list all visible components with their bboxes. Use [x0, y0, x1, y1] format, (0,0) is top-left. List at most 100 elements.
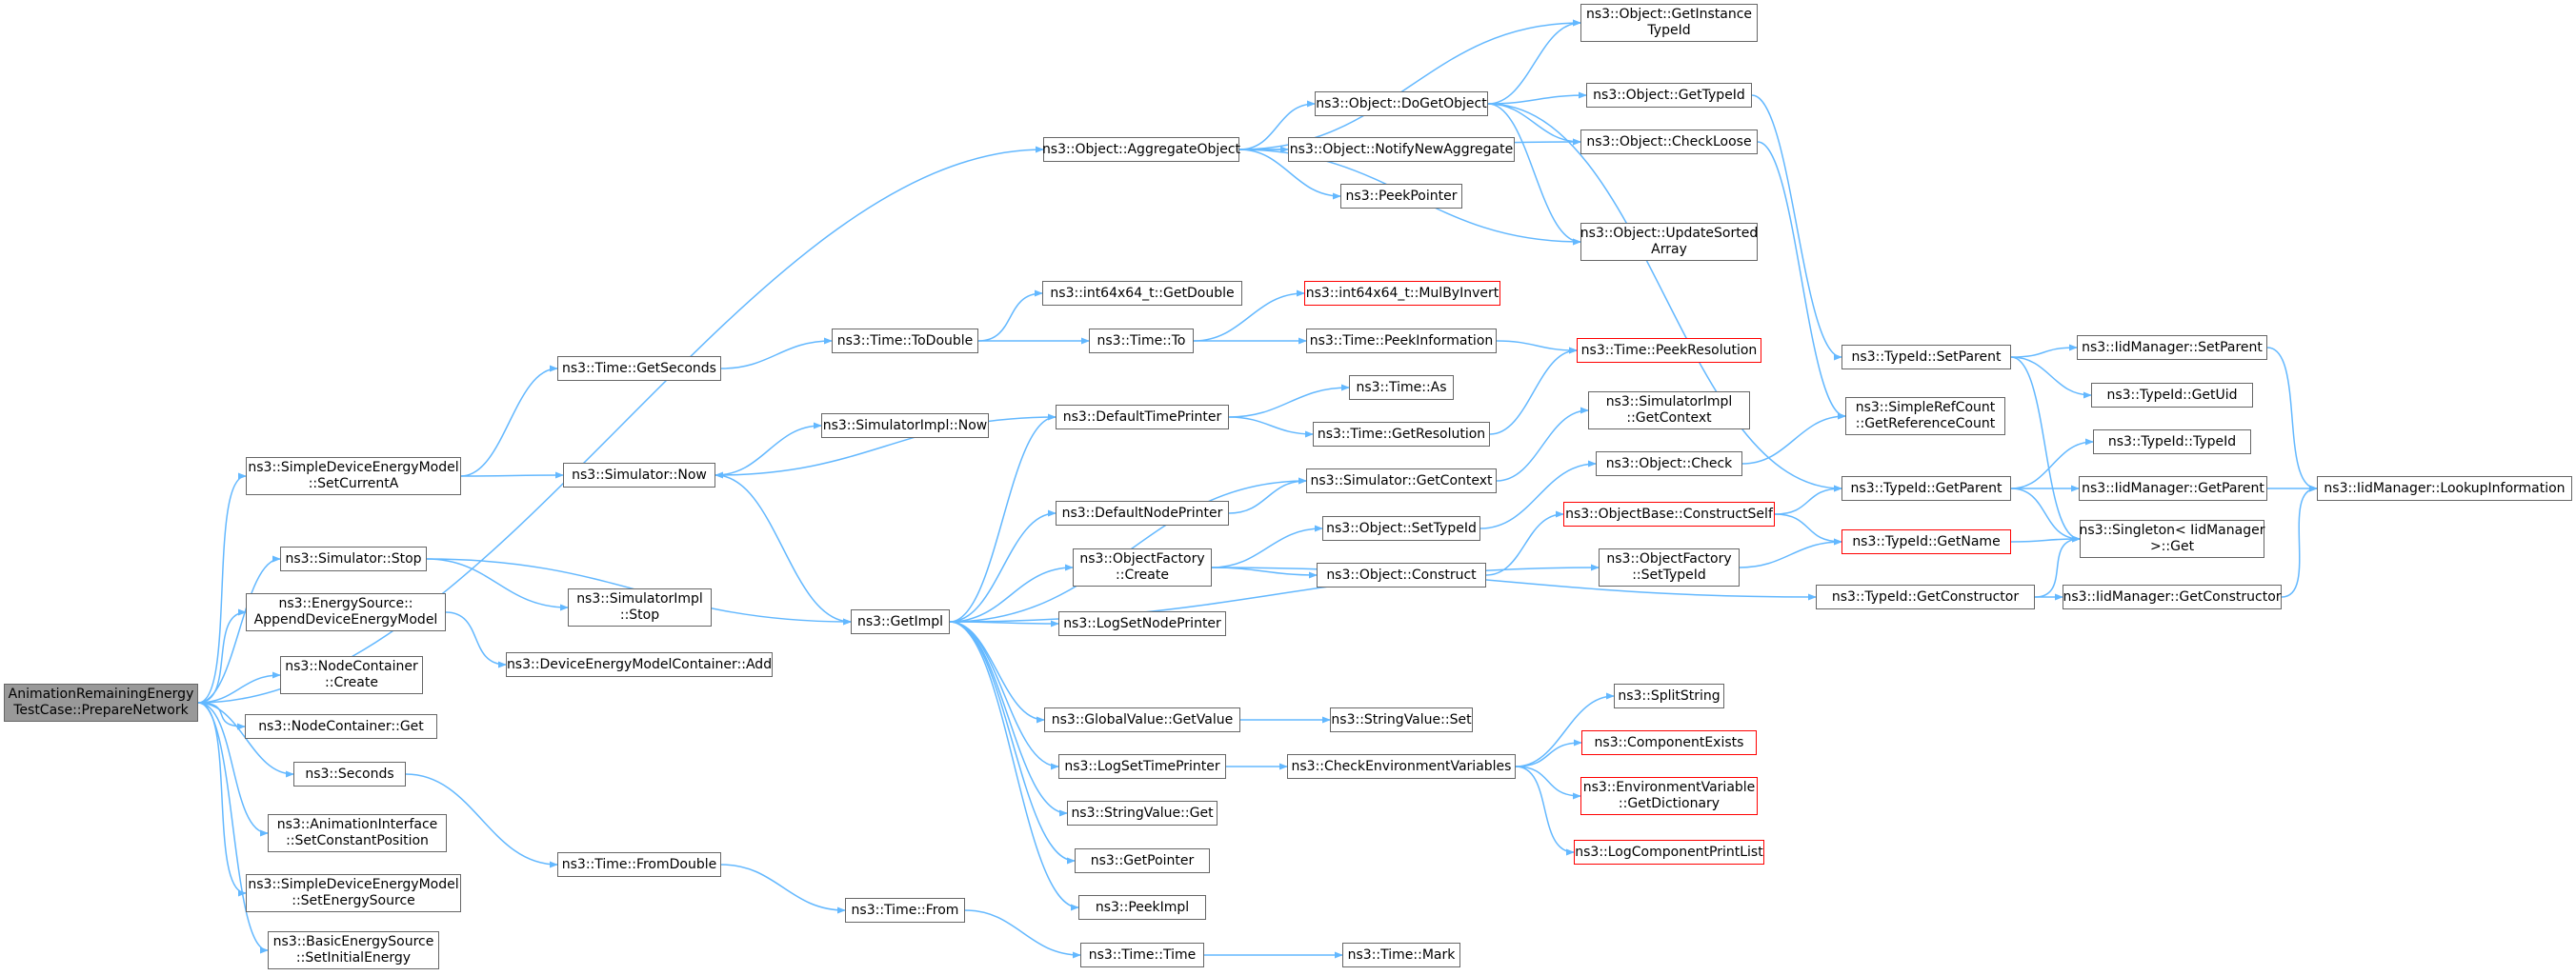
node-iidsetparent[interactable]: ns3::IidManager::SetParent — [2077, 335, 2267, 360]
edge-timefrom-to-timetime — [964, 909, 1081, 959]
node-logcompprint[interactable]: ns3::LogComponentPrintList — [1574, 840, 1764, 865]
node-timemark[interactable]: ns3::Time::Mark — [1342, 943, 1460, 967]
node-mulbyinvert[interactable]: ns3::int64x64_t::MulByInvert — [1304, 281, 1500, 306]
node-tidgetname[interactable]: ns3::TypeId::GetName — [1841, 529, 2011, 554]
node-simnow[interactable]: ns3::Simulator::Now — [563, 463, 715, 488]
node-tidtypeid[interactable]: ns3::TypeId::TypeId — [2093, 429, 2251, 454]
edge-timeto-to-mulbyinvert — [1193, 289, 1305, 342]
node-simimplnow[interactable]: ns3::SimulatorImpl::Now — [821, 413, 989, 438]
node-peekresolution[interactable]: ns3::Time::PeekResolution — [1577, 338, 1761, 363]
node-tidgetconstructor[interactable]: ns3::TypeId::GetConstructor — [1816, 585, 2035, 609]
node-aggregate[interactable]: ns3::Object::AggregateObject — [1042, 137, 1240, 162]
node-timeto[interactable]: ns3::Time::To — [1089, 329, 1194, 353]
node-label-line: ns3::Time::GetResolution — [1317, 426, 1486, 442]
node-tidgetparent[interactable]: ns3::TypeId::GetParent — [1841, 476, 2011, 501]
node-demcadd[interactable]: ns3::DeviceEnergyModelContainer::Add — [506, 652, 773, 677]
node-peekimpl[interactable]: ns3::PeekImpl — [1078, 895, 1206, 920]
node-singletonget[interactable]: ns3::Singleton< IidManager>::Get — [2080, 520, 2264, 558]
node-getresolution[interactable]: ns3::Time::GetResolution — [1313, 422, 1490, 447]
node-getseconds[interactable]: ns3::Time::GetSeconds — [557, 356, 721, 381]
node-tidgetuid[interactable]: ns3::TypeId::GetUid — [2091, 383, 2253, 408]
node-appendmodel[interactable]: ns3::EnergySource::AppendDeviceEnergyMod… — [246, 593, 446, 631]
node-label-line: ns3::SimulatorImpl — [1605, 394, 1733, 409]
edge-checkloose-to-srcgetrefcount — [1757, 141, 1846, 420]
node-defaulttimeprinter[interactable]: ns3::DefaultTimePrinter — [1056, 405, 1229, 429]
node-gvgetvalue[interactable]: ns3::GlobalValue::GetValue — [1044, 707, 1240, 732]
edge-aggregate-to-peekpointer — [1238, 149, 1341, 200]
node-int64getdouble[interactable]: ns3::int64x64_t::GetDouble — [1042, 281, 1242, 306]
edge-defaulttimeprinter-to-timeas — [1228, 384, 1350, 418]
node-checkenv[interactable]: ns3::CheckEnvironmentVariables — [1287, 754, 1516, 779]
node-tidsetparent[interactable]: ns3::TypeId::SetParent — [1841, 345, 2011, 369]
node-logsettimeprinter[interactable]: ns3::LogSetTimePrinter — [1058, 754, 1226, 779]
node-label-line: ::GetContext — [1626, 410, 1712, 426]
node-fromdouble[interactable]: ns3::Time::FromDouble — [557, 852, 721, 877]
node-timetime[interactable]: ns3::Time::Time — [1080, 943, 1204, 967]
node-componentexists[interactable]: ns3::ComponentExists — [1581, 730, 1757, 755]
node-peekinformation[interactable]: ns3::Time::PeekInformation — [1306, 329, 1497, 353]
edge-iidsetparent-to-iidlookup — [2266, 347, 2318, 492]
node-simstop[interactable]: ns3::Simulator::Stop — [280, 547, 427, 571]
node-setinitial[interactable]: ns3::BasicEnergySource::SetInitialEnergy — [268, 931, 439, 969]
node-label-line: ns3::IidManager::LookupInformation — [2324, 480, 2566, 496]
node-seconds[interactable]: ns3::Seconds — [293, 762, 406, 787]
node-iidlookup[interactable]: ns3::IidManager::LookupInformation — [2317, 476, 2572, 501]
node-getpointer[interactable]: ns3::GetPointer — [1075, 848, 1210, 873]
node-notifynewagg[interactable]: ns3::Object::NotifyNewAggregate — [1288, 137, 1515, 162]
node-timefrom[interactable]: ns3::Time::From — [845, 898, 965, 923]
node-label-line: ns3::NodeContainer::Get — [258, 718, 424, 734]
node-stringvalueget[interactable]: ns3::StringValue::Get — [1067, 801, 1218, 826]
node-objfactorycreate[interactable]: ns3::ObjectFactory::Create — [1073, 548, 1212, 587]
node-peekpointer[interactable]: ns3::PeekPointer — [1340, 184, 1462, 209]
node-defaultnodeprinter[interactable]: ns3::DefaultNodePrinter — [1056, 501, 1229, 526]
node-objsettypeid[interactable]: ns3::Object::SetTypeId — [1322, 516, 1480, 541]
edge-root-to-setcurrenta — [197, 472, 247, 704]
node-label-line: ns3::CheckEnvironmentVariables — [1291, 758, 1512, 774]
node-label-line: ns3::Time::From — [851, 902, 959, 918]
node-splitstring[interactable]: ns3::SplitString — [1614, 684, 1724, 708]
edge-simstop-to-simimplstop — [426, 558, 569, 611]
node-setenergysrc[interactable]: ns3::SimpleDeviceEnergyModel::SetEnergyS… — [246, 874, 461, 912]
node-iidgetconstructor[interactable]: ns3::IidManager::GetConstructor — [2063, 585, 2282, 609]
node-dogetobject[interactable]: ns3::Object::DoGetObject — [1315, 91, 1488, 116]
node-checkloose[interactable]: ns3::Object::CheckLoose — [1580, 129, 1758, 154]
node-ncget[interactable]: ns3::NodeContainer::Get — [245, 714, 437, 739]
edge-defaulttimeprinter-to-getresolution — [1228, 416, 1314, 438]
node-objconstruct[interactable]: ns3::Object::Construct — [1317, 563, 1486, 588]
node-todouble[interactable]: ns3::Time::ToDouble — [832, 329, 978, 353]
edge-getimpl-to-objfactsettypeid — [949, 564, 1600, 623]
node-label-line: ns3::TypeId::SetParent — [1851, 349, 2002, 365]
node-logsetnodeprinter[interactable]: ns3::LogSetNodePrinter — [1058, 611, 1226, 636]
edge-setcurrenta-to-getseconds — [460, 365, 558, 477]
node-simgetcontext[interactable]: ns3::Simulator::GetContext — [1306, 468, 1497, 493]
node-objgettypeid[interactable]: ns3::Object::GetTypeId — [1586, 83, 1752, 108]
node-srcgetrefcount[interactable]: ns3::SimpleRefCount::GetReferenceCount — [1845, 397, 2005, 435]
node-label-line: ns3::SimpleDeviceEnergyModel — [248, 460, 459, 475]
node-timeas[interactable]: ns3::Time::As — [1349, 375, 1454, 400]
node-objcheck[interactable]: ns3::Object::Check — [1596, 451, 1742, 476]
node-simimplstop[interactable]: ns3::SimulatorImpl::Stop — [568, 588, 712, 627]
node-simimplgetctx[interactable]: ns3::SimulatorImpl::GetContext — [1588, 391, 1750, 429]
edge-aggregate-to-getinstancetypeid — [1238, 19, 1581, 150]
node-label-line: ns3::Time::Mark — [1347, 946, 1456, 963]
node-getimpl[interactable]: ns3::GetImpl — [851, 609, 950, 634]
node-animsetpos[interactable]: ns3::AnimationInterface::SetConstantPosi… — [268, 814, 447, 852]
node-setcurrenta[interactable]: ns3::SimpleDeviceEnergyModel::SetCurrent… — [246, 457, 461, 495]
node-constructself[interactable]: ns3::ObjectBase::ConstructSelf — [1563, 502, 1775, 527]
node-stringvalueset[interactable]: ns3::StringValue::Set — [1330, 707, 1473, 732]
node-label-line: ns3::Time::ToDouble — [836, 332, 974, 349]
node-label-line: ns3::PeekImpl — [1095, 899, 1190, 915]
node-label-line: ns3::Time::As — [1356, 379, 1447, 395]
node-label-line: ns3::Time::PeekInformation — [1309, 332, 1494, 349]
node-envgetdict[interactable]: ns3::EnvironmentVariable::GetDictionary — [1580, 777, 1758, 815]
node-objfactsettypeid[interactable]: ns3::ObjectFactory::SetTypeId — [1599, 548, 1740, 587]
node-iidgetparent[interactable]: ns3::IidManager::GetParent — [2079, 476, 2267, 501]
node-label-line: ns3::Object::UpdateSorted — [1580, 226, 1759, 241]
edge-getimpl-to-objfactorycreate — [949, 564, 1074, 623]
node-label-line: ns3::StringValue::Get — [1071, 805, 1214, 821]
edge-checkenv-to-componentexists — [1515, 739, 1582, 767]
node-nccreate[interactable]: ns3::NodeContainer::Create — [280, 656, 423, 694]
